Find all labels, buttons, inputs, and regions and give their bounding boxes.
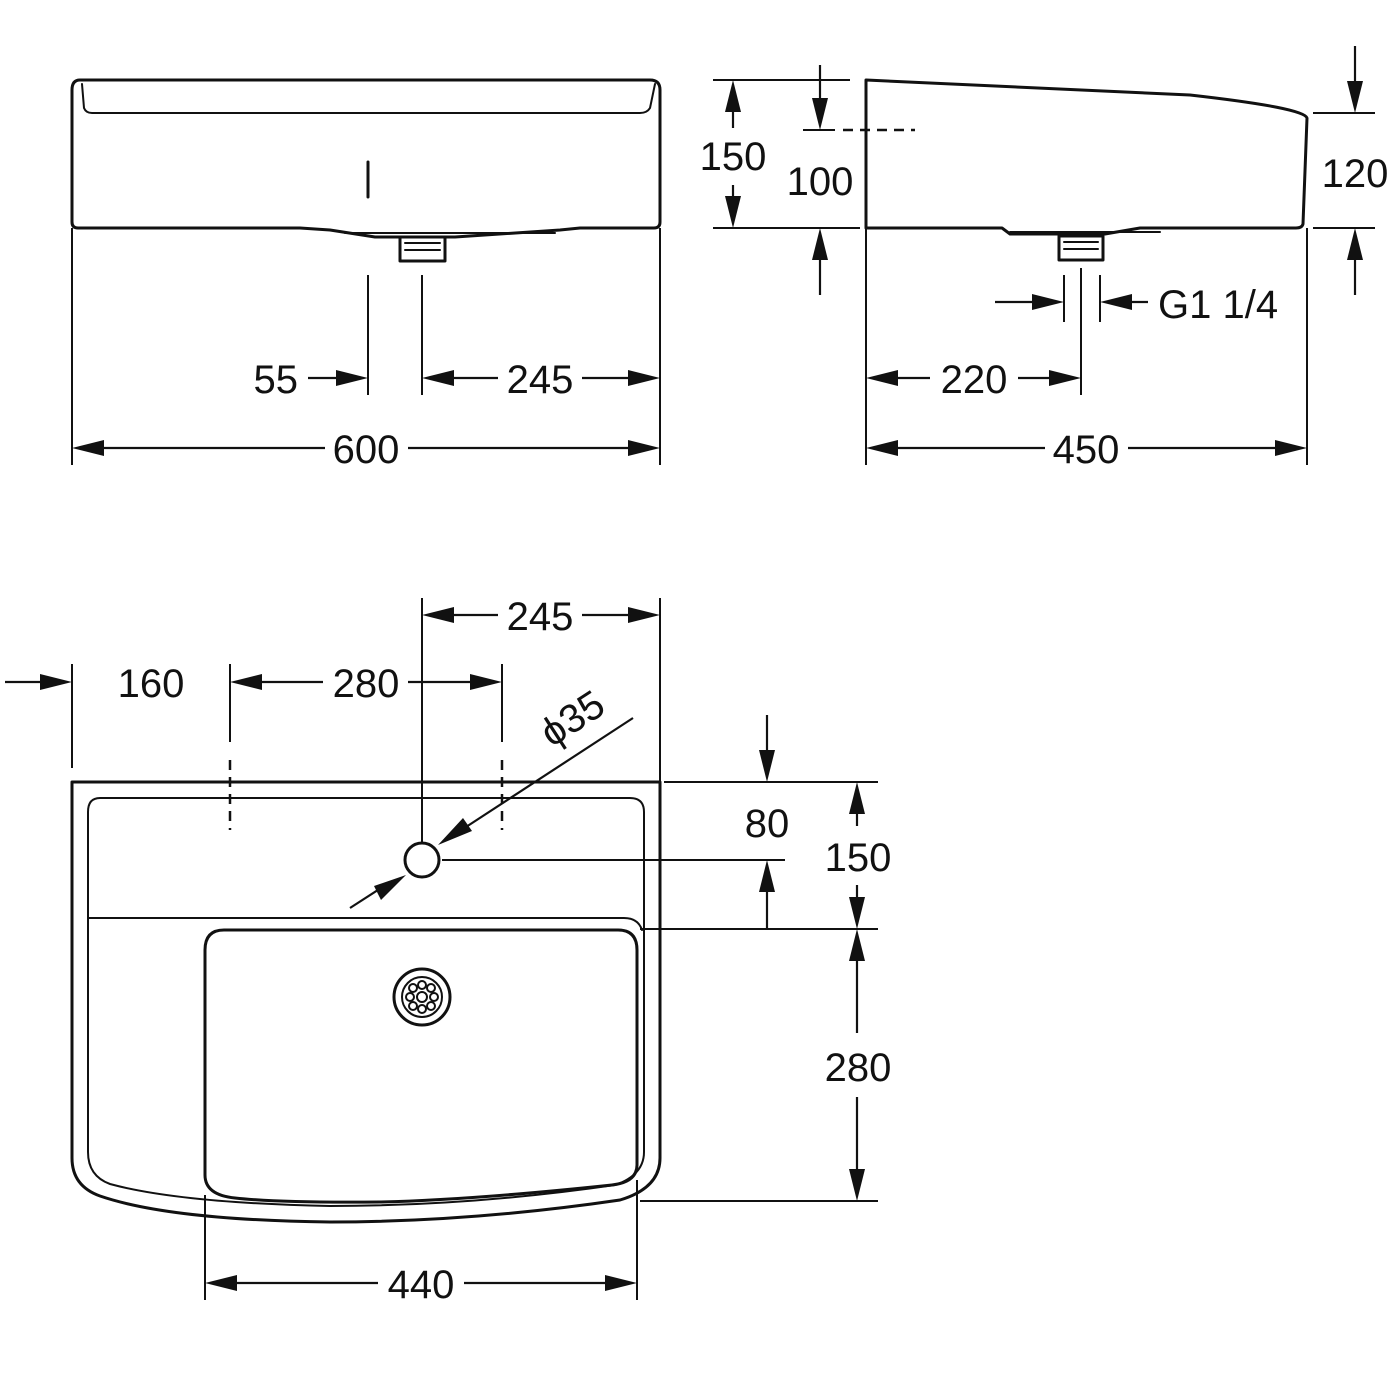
dim-top-bowl-depth: 280 bbox=[825, 1046, 892, 1090]
dim-top-tap-diameter: ϕ35 bbox=[533, 682, 613, 755]
arrowhead bbox=[1347, 228, 1363, 260]
arrowhead bbox=[812, 98, 828, 130]
arrowhead bbox=[759, 750, 775, 782]
dim-front-drain-to-edge: 245 bbox=[507, 358, 574, 402]
front-view-outline bbox=[70, 78, 662, 239]
arrowhead bbox=[849, 897, 865, 929]
top-view: 245 160 280 ϕ35 80 150 280 bbox=[5, 595, 891, 1307]
arrowhead bbox=[1347, 81, 1363, 113]
arrowhead bbox=[230, 674, 262, 690]
arrowhead bbox=[628, 370, 660, 386]
arrowhead bbox=[205, 1275, 237, 1291]
dim-top-tap-from-back: 80 bbox=[745, 802, 790, 846]
dim-top-bracket-spacing: 280 bbox=[333, 662, 400, 706]
dim-top-bowl-width: 440 bbox=[388, 1263, 455, 1307]
arrowhead bbox=[849, 929, 865, 961]
tap-diameter-leader bbox=[465, 717, 634, 828]
dim-front-width: 600 bbox=[333, 428, 400, 472]
arrowhead bbox=[849, 1169, 865, 1201]
side-view-drain-fitting bbox=[1057, 234, 1105, 262]
top-view-rim bbox=[87, 797, 645, 1207]
front-view: 55 245 600 bbox=[70, 78, 662, 472]
arrowhead bbox=[438, 818, 472, 845]
dim-top-tap-to-edge: 245 bbox=[507, 595, 574, 639]
top-view-deck-edge bbox=[87, 917, 643, 931]
arrowhead bbox=[866, 370, 898, 386]
arrowhead bbox=[628, 440, 660, 456]
dim-side-front-height: 120 bbox=[1322, 152, 1389, 196]
dim-side-thread: G1 1/4 bbox=[1158, 283, 1278, 327]
side-view: 150 100 120 G1 1/4 220 450 bbox=[700, 46, 1389, 472]
arrowhead bbox=[40, 674, 72, 690]
dim-side-drain-position: 220 bbox=[941, 358, 1008, 402]
top-view-outline bbox=[70, 780, 662, 1224]
arrowhead bbox=[866, 440, 898, 456]
arrowhead bbox=[759, 860, 775, 892]
arrowhead bbox=[422, 607, 454, 623]
arrowhead bbox=[725, 196, 741, 228]
tap-hole bbox=[403, 841, 441, 879]
arrowhead bbox=[422, 370, 454, 386]
arrowhead bbox=[849, 782, 865, 814]
arrowhead bbox=[812, 228, 828, 260]
arrowhead bbox=[1100, 294, 1132, 310]
front-view-drain-fitting bbox=[398, 235, 447, 263]
drain-strainer-icon bbox=[392, 967, 452, 1027]
arrowhead bbox=[725, 80, 741, 112]
dim-side-inner-depth: 100 bbox=[787, 160, 854, 204]
arrowhead bbox=[1032, 294, 1064, 310]
arrowhead bbox=[72, 440, 104, 456]
arrowhead bbox=[605, 1275, 637, 1291]
tap-diameter-leader bbox=[349, 887, 382, 909]
front-view-rim-line bbox=[81, 83, 656, 114]
dim-side-depth: 450 bbox=[1053, 428, 1120, 472]
arrowhead bbox=[374, 875, 406, 900]
dim-top-left-margin: 160 bbox=[118, 662, 185, 706]
side-view-outline bbox=[864, 78, 1309, 236]
top-view-bowl bbox=[203, 928, 639, 1204]
dim-front-drain-offset: 55 bbox=[254, 358, 299, 402]
arrowhead bbox=[336, 370, 368, 386]
arrowhead bbox=[628, 607, 660, 623]
dim-top-deck-depth: 150 bbox=[825, 836, 892, 880]
arrowhead bbox=[1275, 440, 1307, 456]
dim-side-total-height: 150 bbox=[700, 135, 767, 179]
arrowhead bbox=[470, 674, 502, 690]
arrowhead bbox=[1049, 370, 1081, 386]
